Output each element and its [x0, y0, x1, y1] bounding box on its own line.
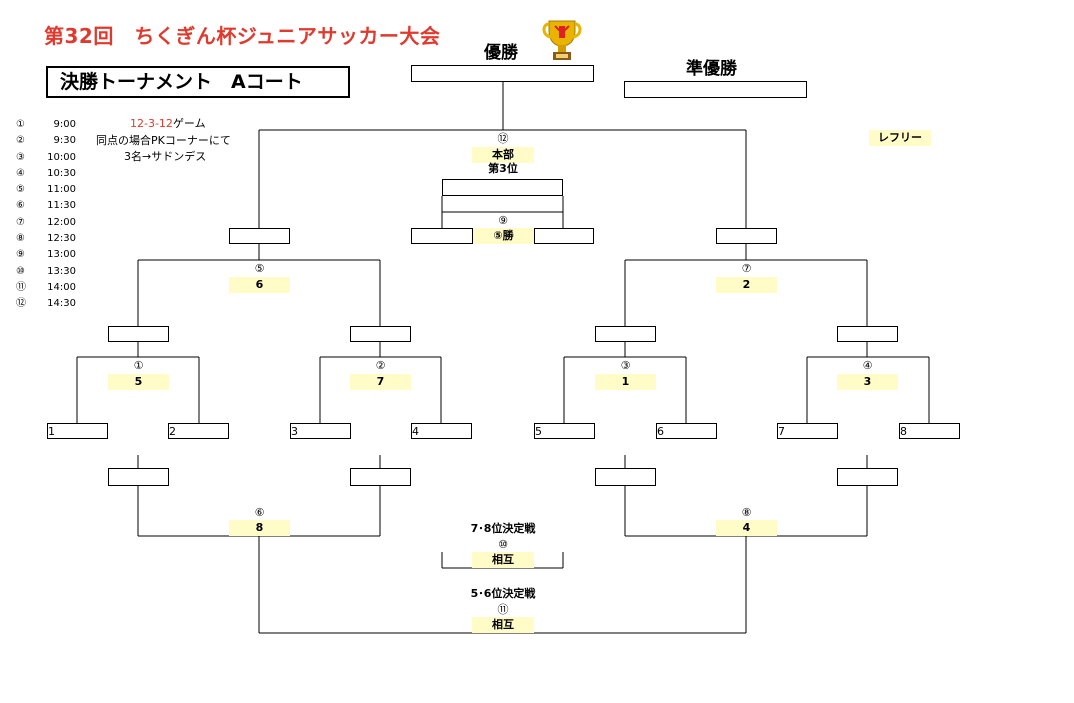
final-match-number: ⑫ [497, 132, 509, 145]
quarter1-winner-box[interactable] [108, 326, 169, 342]
team-slot[interactable]: 4 [411, 423, 472, 439]
schedule-number: ⑫ [16, 298, 26, 310]
schedule-number: ② [16, 135, 25, 147]
team-slot[interactable]: 1 [47, 423, 108, 439]
schedule-time: 9:00 [53, 119, 76, 130]
schedule-time: 10:30 [47, 167, 76, 179]
quarter1-loser-box[interactable] [108, 468, 169, 486]
team-slot[interactable]: 2 [168, 423, 229, 439]
match-length: 12-3-12 [130, 117, 173, 130]
schedule-numbers: ① ② ③ ④ ⑤ ⑥ ⑦ ⑧ ⑨ ⑩ ⑪ ⑫ [16, 117, 32, 313]
schedule-number: ⑧ [16, 233, 25, 245]
team-slot[interactable]: 5 [534, 423, 595, 439]
schedule-number: ④ [16, 167, 25, 179]
third-place-label: 第3位 [488, 162, 518, 175]
quarter2-referee: 7 [350, 374, 411, 390]
quarter3-referee: 1 [595, 374, 656, 390]
third-place-slot-right[interactable] [534, 228, 594, 244]
quarter4-winner-box[interactable] [837, 326, 898, 342]
schedule-time: 13:30 [47, 265, 76, 277]
trophy-icon [542, 20, 582, 60]
place56-match-number: ⑪ [497, 603, 509, 616]
team-slot[interactable]: 7 [777, 423, 838, 439]
runner-up-label: 準優勝 [686, 59, 737, 79]
third-place-box[interactable] [442, 179, 563, 196]
schedule-time: 12:30 [47, 233, 76, 245]
place56-label: 5･6位決定戦 [470, 587, 536, 600]
schedule-number: ⑪ [16, 281, 26, 293]
schedule-number: ① [16, 119, 25, 130]
schedule-number: ⑦ [16, 216, 25, 228]
champion-box[interactable] [411, 65, 594, 82]
schedule-number: ③ [16, 151, 25, 163]
consolation-right-match-number: ⑧ [741, 506, 752, 519]
team-slot[interactable]: 3 [290, 423, 351, 439]
final-referee: 本部 [472, 147, 534, 163]
team-slot[interactable]: 6 [656, 423, 717, 439]
semi-left-winner-box[interactable] [229, 228, 290, 244]
schedule-number: ⑥ [16, 200, 25, 212]
schedule-time: 11:00 [47, 184, 76, 196]
consolation-left-referee: 8 [229, 520, 290, 536]
third-place-match-number: ⑨ [498, 214, 508, 227]
court-label: 決勝トーナメント Aコート [46, 66, 350, 98]
place78-referee: 相互 [472, 552, 534, 568]
quarter3-loser-box[interactable] [595, 468, 656, 486]
schedule-number: ⑨ [16, 249, 25, 261]
schedule-times: 9:00 9:30 10:00 10:30 11:00 11:30 12:00 … [46, 117, 76, 313]
schedule-time: 12:00 [47, 216, 76, 228]
consolation-right-referee: 4 [716, 520, 777, 536]
third-place-slot-left[interactable] [411, 228, 473, 244]
schedule-time: 10:00 [47, 151, 76, 163]
schedule-time: 9:30 [53, 135, 76, 147]
quarter3-winner-box[interactable] [595, 326, 656, 342]
quarter2-match-number: ② [375, 359, 386, 372]
consolation-left-match-number: ⑥ [254, 506, 265, 519]
quarter1-referee: 5 [108, 374, 169, 390]
quarter1-match-number: ① [133, 359, 144, 372]
semi-right-winner-box[interactable] [716, 228, 777, 244]
quarter4-referee: 3 [837, 374, 898, 390]
schedule-time: 11:30 [47, 200, 76, 212]
match-length-unit: ゲーム [172, 117, 206, 130]
place78-match-number: ⑩ [498, 538, 508, 551]
match-rules: 12-3-12ゲーム 同点の場合PKコーナーにて 3名→サドンデス [96, 116, 231, 166]
quarter4-match-number: ④ [862, 359, 873, 372]
quarter2-winner-box[interactable] [350, 326, 411, 342]
semi-left-match-number: ⑤ [254, 262, 265, 275]
page-title: 第32回 ちくぎん杯ジュニアサッカー大会 [44, 24, 441, 48]
place78-label: 7･8位決定戦 [470, 522, 536, 535]
third-place-referee: ⑤勝 [473, 228, 534, 244]
quarter3-match-number: ③ [620, 359, 631, 372]
team-slot[interactable]: 8 [899, 423, 960, 439]
quarter4-loser-box[interactable] [837, 468, 898, 486]
sudden-death-rule: 3名→サドンデス [124, 150, 207, 163]
schedule-number: ⑩ [16, 265, 25, 277]
schedule-time: 13:00 [47, 249, 76, 261]
place56-referee: 相互 [472, 617, 534, 633]
referee-label: レフリー [869, 130, 931, 146]
pk-rule: 同点の場合PKコーナーにて [96, 133, 231, 147]
semi-right-referee: 2 [716, 277, 777, 293]
runner-up-box[interactable] [624, 81, 807, 98]
champion-label: 優勝 [484, 43, 518, 63]
semi-right-match-number: ⑦ [741, 262, 752, 275]
schedule-number: ⑤ [16, 184, 25, 196]
quarter2-loser-box[interactable] [350, 468, 411, 486]
semi-left-referee: 6 [229, 277, 290, 293]
schedule-time: 14:00 [47, 281, 76, 293]
schedule-time: 14:30 [47, 298, 76, 310]
